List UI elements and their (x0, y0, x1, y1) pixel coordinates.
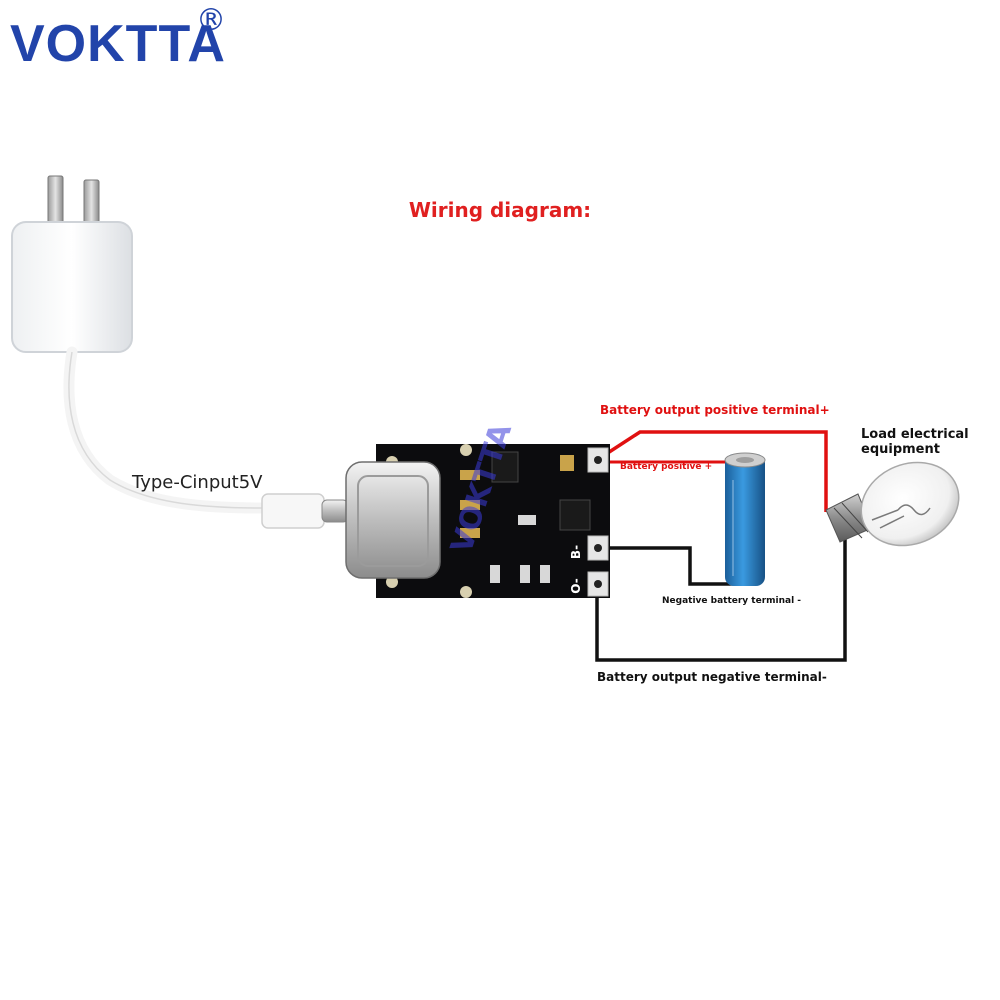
pcb-chip (491, 451, 519, 483)
pcb-resistor (460, 470, 480, 480)
pad-b-minus-label: B- (569, 545, 583, 559)
battery-output-negative-label: Battery output negative terminal- (597, 670, 827, 684)
usb-c-receptacle (345, 461, 441, 579)
registered-mark: ® (196, 3, 226, 38)
brand-logo: VOKTTA (10, 15, 226, 73)
positive-output-wire (599, 430, 828, 512)
charger-module-board: VOKTTA B- O- (345, 419, 610, 598)
usb-c-plug-housing (261, 493, 325, 529)
battery-body (725, 454, 765, 586)
battery-positive-label: Battery positive + (620, 462, 713, 472)
diagram-title: Wiring diagram: (408, 198, 592, 222)
usb-c-plug-tip (321, 499, 349, 523)
bulb-filament (871, 504, 931, 529)
usb-c-plug (261, 493, 349, 529)
pcb-resistor (518, 515, 536, 525)
pcb-resistor (460, 528, 480, 538)
input-label: Type-Cinput5V (132, 472, 263, 493)
pcb-chip (559, 499, 591, 531)
pcb-resistor (490, 565, 500, 583)
pcb-resistor (560, 455, 574, 471)
battery-output-positive-label: Battery output positive terminal+ (600, 403, 830, 417)
battery-cell (724, 452, 766, 586)
battery-negative-wire (600, 546, 745, 586)
pcb-resistor (520, 565, 530, 583)
pcb-resistor (540, 565, 550, 583)
load-label-line2: equipment (861, 442, 940, 457)
negative-battery-label: Negative battery terminal - (662, 596, 802, 606)
charger-body (11, 221, 133, 353)
pcb-mount-hole (460, 444, 472, 456)
pcb-mount-hole (460, 586, 472, 598)
wall-charger (11, 175, 268, 514)
light-bulb-icon (825, 461, 960, 547)
bulb-glass (860, 461, 960, 547)
pcb-mount-hole (386, 576, 398, 588)
load-equipment-label: Load electrical equipment (861, 427, 969, 457)
load-label-line1: Load electrical (861, 427, 969, 442)
pad-o-minus-label: O- (569, 578, 583, 593)
pcb-resistor (460, 500, 480, 510)
